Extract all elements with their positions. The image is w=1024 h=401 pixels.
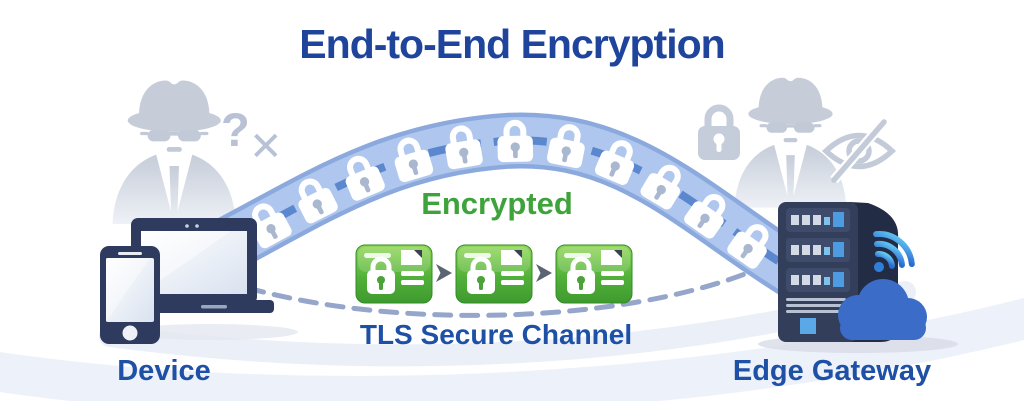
question-mark: ? [221,103,250,156]
spy-right-icon [734,77,847,208]
phone-icon [100,246,160,344]
encrypted-label: Encrypted [421,186,573,221]
server-bays [786,208,850,292]
device-label: Device [117,355,211,387]
packet-icon [556,245,632,303]
eye-slash-icon [821,118,897,184]
packet-icon [356,245,432,303]
tls-dashed-line [245,269,753,318]
arrow-right-icon [436,264,452,282]
encrypted-packets [356,245,632,303]
page-title: End-to-End Encryption [299,21,725,67]
device-shadow [122,324,298,340]
device-icon [100,218,298,344]
edge-gateway-icon [758,202,958,353]
cloud-icon [838,279,927,340]
lock-blocked-icon [698,104,740,160]
laptop-icon [131,218,274,313]
arrow-right-icon [536,264,552,282]
wifi-icon [873,231,915,272]
packet-icon [456,245,532,303]
edge-gateway-label: Edge Gateway [732,355,932,387]
spy-left-icon [112,80,236,224]
cross-icon: ✕ [249,125,283,169]
tls-channel-label: TLS Secure Channel [359,319,633,350]
